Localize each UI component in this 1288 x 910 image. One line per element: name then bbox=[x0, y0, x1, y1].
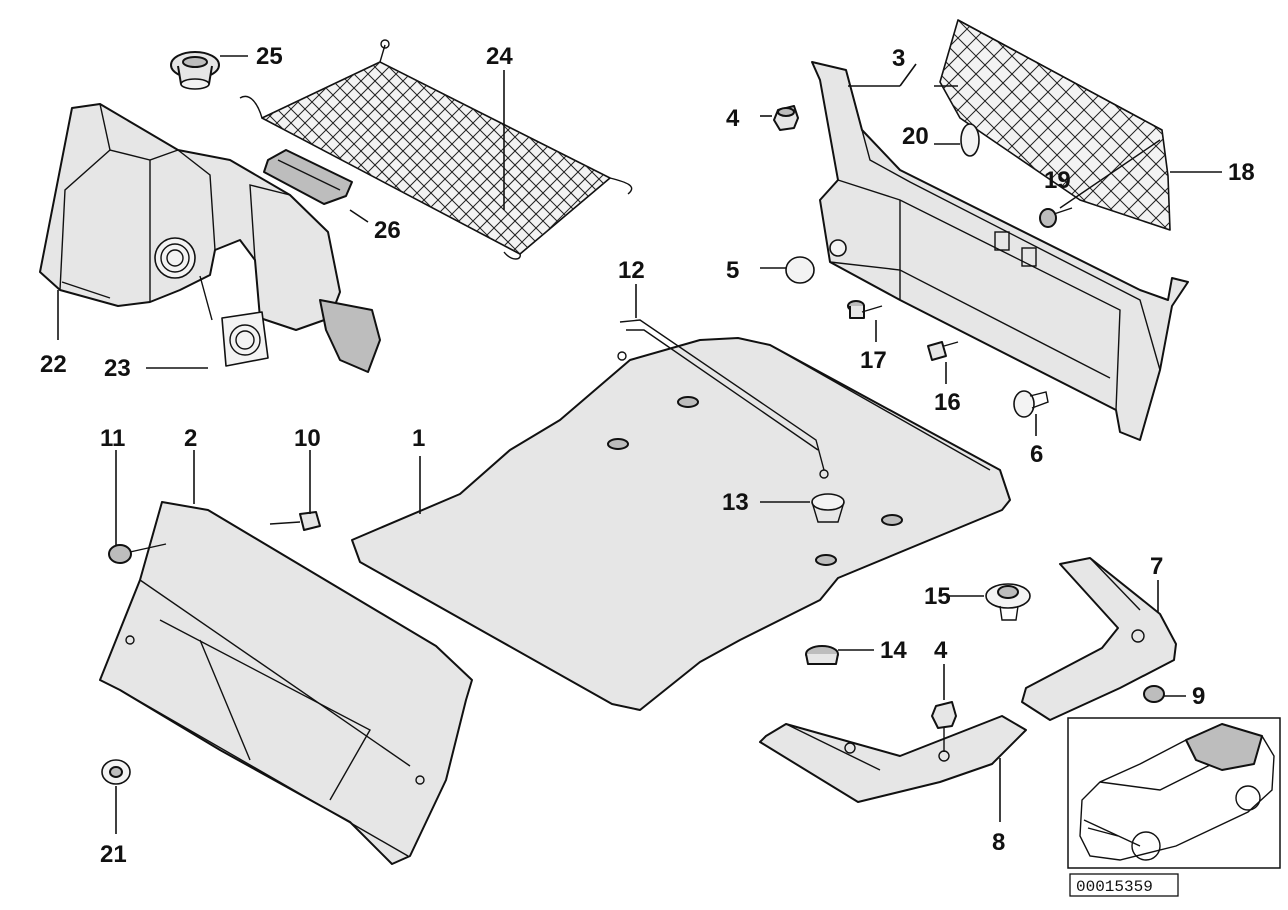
nut-part-11 bbox=[108, 543, 167, 564]
cover-panel-part-2 bbox=[99, 501, 473, 865]
bolt-part-17 bbox=[847, 300, 883, 319]
pad-part-26 bbox=[263, 149, 353, 205]
leader-lines bbox=[57, 55, 1222, 834]
callout-17: 17 bbox=[860, 347, 887, 374]
cap-part-20 bbox=[960, 123, 980, 157]
speaker-grille bbox=[199, 275, 269, 367]
grommet-part-14 bbox=[805, 645, 839, 665]
trim-piece-part-7 bbox=[1021, 557, 1177, 721]
floor-covering bbox=[351, 337, 1011, 711]
side-trim-panel-left bbox=[39, 103, 381, 373]
clip-part-6 bbox=[1013, 390, 1049, 418]
callout-19: 19 bbox=[1044, 167, 1071, 194]
callout-26: 26 bbox=[374, 217, 401, 244]
callout-16: 16 bbox=[934, 389, 961, 416]
callout-4-top: 4 bbox=[726, 105, 740, 132]
callout-labels: 25 24 26 22 23 3 4 20 19 18 5 12 17 16 6… bbox=[40, 43, 1255, 868]
rear-trim-panel bbox=[811, 61, 1189, 441]
nut-part-9 bbox=[1143, 685, 1165, 703]
callout-14: 14 bbox=[880, 637, 907, 664]
callout-7: 7 bbox=[1150, 553, 1163, 580]
grommet-part-15 bbox=[985, 583, 1031, 621]
callout-6: 6 bbox=[1030, 441, 1043, 468]
clip-part-25 bbox=[170, 51, 220, 90]
callout-9: 9 bbox=[1192, 683, 1205, 710]
callout-15: 15 bbox=[924, 583, 951, 610]
strap-part-12 bbox=[617, 319, 829, 479]
callout-25: 25 bbox=[256, 43, 283, 70]
callout-8: 8 bbox=[992, 829, 1005, 856]
callout-24: 24 bbox=[486, 43, 513, 70]
nut-part-4-lower bbox=[931, 701, 957, 752]
callout-10: 10 bbox=[294, 425, 321, 452]
callout-18: 18 bbox=[1228, 159, 1255, 186]
bolt-part-16 bbox=[927, 341, 959, 361]
callout-12: 12 bbox=[618, 257, 645, 284]
screw-part-10 bbox=[269, 511, 321, 531]
reference-number-box: 00015359 bbox=[1069, 873, 1179, 897]
callout-3: 3 bbox=[892, 45, 905, 72]
plug-part-5 bbox=[785, 256, 815, 284]
callout-22: 22 bbox=[40, 351, 67, 378]
nut-part-4-top bbox=[773, 105, 799, 131]
bolt-part-19 bbox=[1039, 207, 1073, 228]
callout-2: 2 bbox=[184, 425, 197, 452]
trim-piece-part-8 bbox=[759, 715, 1027, 803]
reference-number: 00015359 bbox=[1076, 878, 1153, 896]
callout-13: 13 bbox=[722, 489, 749, 516]
callout-5: 5 bbox=[726, 257, 739, 284]
callout-21: 21 bbox=[100, 841, 127, 868]
callout-11: 11 bbox=[100, 425, 125, 452]
clip-part-21 bbox=[101, 759, 131, 785]
car-location-inset bbox=[1067, 717, 1281, 869]
grommet-part-13 bbox=[811, 493, 845, 523]
callout-20: 20 bbox=[902, 123, 929, 150]
callout-4-lower: 4 bbox=[934, 637, 948, 664]
callout-23: 23 bbox=[104, 355, 131, 382]
callout-1: 1 bbox=[412, 425, 425, 452]
